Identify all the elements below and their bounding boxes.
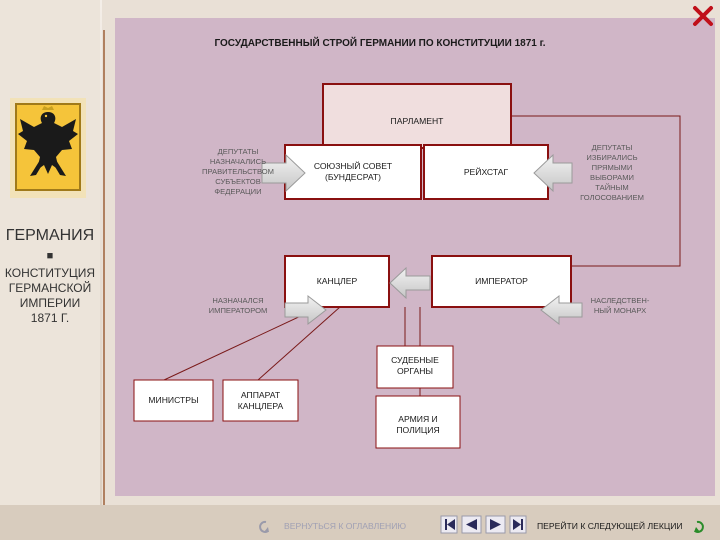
arrow-to-bundesrat	[261, 153, 306, 193]
apparatus-label-line: АППАРАТ	[240, 390, 281, 400]
sidebar-subtitle-line: ГЕРМАНСКОЙ	[8, 281, 92, 295]
note-line: ИМПЕРАТОРОМ	[208, 306, 268, 315]
note-line: ФЕДЕРАЦИИ	[214, 187, 262, 196]
army-label-line: ПОЛИЦИЯ	[396, 425, 440, 435]
chancellor-label: КАНЦЛЕР	[316, 276, 358, 286]
forward-icon[interactable]	[694, 520, 704, 533]
arrow-to-chancellor	[389, 266, 431, 300]
sidebar-heading: ГЕРМАНИЯ	[5, 227, 95, 244]
note-line: НАЗНАЧАЛИСЬ	[209, 157, 267, 166]
note-line: ДЕПУТАТЫ	[217, 147, 259, 156]
note-line: ТАЙНЫМ	[595, 183, 629, 192]
note-line: ИЗБИРАЛИСЬ	[586, 153, 638, 162]
note-line: СУБЪЕКТОВ	[215, 177, 261, 186]
ministers-box	[133, 379, 214, 422]
note-line: НАЗНАЧАЛСЯ	[212, 296, 264, 305]
apparatus-label-line: КАНЦЛЕРА	[237, 401, 284, 411]
eagle-emblem	[10, 98, 86, 198]
note-line: ВЫБОРАМИ	[590, 173, 634, 182]
chancellor-appointed-note: НАЗНАЧАЛСЯ ИМПЕРАТОРОМ	[196, 296, 280, 316]
close-icon[interactable]	[693, 6, 713, 26]
arrow-appointed	[284, 294, 327, 326]
chancellor-box	[284, 255, 390, 308]
note-line: ДЕПУТАТЫ	[591, 143, 633, 152]
prev-icon[interactable]	[461, 515, 482, 534]
bundesrat-box	[284, 144, 422, 200]
arrow-hereditary	[540, 294, 583, 326]
sidebar-subtitle: КОНСТИТУЦИЯ ГЕРМАНСКОЙ ИМПЕРИИ 1871 Г.	[0, 266, 100, 326]
next-icon[interactable]	[485, 515, 506, 534]
note-line: ПРАВИТЕЛЬСТВОМ	[201, 167, 275, 176]
courts-label-line: ОРГАНЫ	[396, 366, 434, 376]
bundesrat-label-line: СОЮЗНЫЙ СОВЕТ	[313, 161, 393, 171]
first-icon[interactable]	[440, 515, 458, 534]
emperor-box	[431, 255, 572, 308]
army-label: АРМИЯ И ПОЛИЦИЯ	[376, 414, 460, 436]
next-lecture-link[interactable]: ПЕРЕЙТИ К СЛЕДУЮЩЕЙ ЛЕКЦИИ	[537, 521, 683, 531]
apparatus-box	[222, 379, 299, 422]
courts-label: СУДЕБНЫЕ ОРГАНЫ	[377, 355, 453, 377]
last-icon[interactable]	[509, 515, 527, 534]
reichstag-label: РЕЙХСТАГ	[463, 167, 509, 177]
emperor-label: ИМПЕРАТОР	[475, 276, 528, 286]
sidebar-bullet: ■	[46, 250, 54, 262]
hereditary-monarch-note: НАСЛЕДСТВЕН- НЫЙ МОНАРХ	[582, 296, 658, 316]
bundesrat-label-line: (БУНДЕСРАТ)	[324, 172, 382, 182]
courts-label-line: СУДЕБНЫЕ	[391, 355, 439, 365]
sidebar-subtitle-line: 1871 Г.	[30, 311, 70, 325]
parliament-box	[322, 83, 512, 149]
parliament-label: ПАРЛАМЕНТ	[390, 116, 444, 126]
page-title: ГОСУДАРСТВЕННЫЙ СТРОЙ ГЕРМАНИИ ПО КОНСТИ…	[214, 38, 546, 49]
note-line: НЫЙ МОНАРХ	[593, 306, 647, 315]
army-label-line: АРМИЯ И	[398, 414, 438, 424]
bundesrat-label: СОЮЗНЫЙ СОВЕТ (БУНДЕСРАТ)	[285, 161, 421, 183]
sidebar-subtitle-line: ИМПЕРИИ	[19, 296, 81, 310]
bundesrat-deputies-note: ДЕПУТАТЫ НАЗНАЧАЛИСЬ ПРАВИТЕЛЬСТВОМ СУБЪ…	[196, 147, 280, 197]
arrow-to-reichstag	[533, 153, 573, 193]
note-line: ГОЛОСОВАНИЕМ	[580, 193, 644, 202]
reichstag-deputies-note: ДЕПУТАТЫ ИЗБИРАЛИСЬ ПРЯМЫМИ ВЫБОРАМИ ТАЙ…	[570, 143, 654, 203]
note-line: НАСЛЕДСТВЕН-	[590, 296, 650, 305]
note-line: ПРЯМЫМИ	[591, 163, 633, 172]
nav-return-icon[interactable]	[259, 520, 269, 533]
sidebar-subtitle-line: КОНСТИТУЦИЯ	[4, 266, 96, 280]
back-to-contents-link[interactable]: ВЕРНУТЬСЯ К ОГЛАВЛЕНИЮ	[284, 521, 407, 531]
ministers-label: МИНИСТРЫ	[148, 395, 199, 405]
courts-box	[376, 345, 454, 389]
apparatus-label: АППАРАТ КАНЦЛЕРА	[223, 390, 298, 412]
army-box	[375, 395, 461, 449]
